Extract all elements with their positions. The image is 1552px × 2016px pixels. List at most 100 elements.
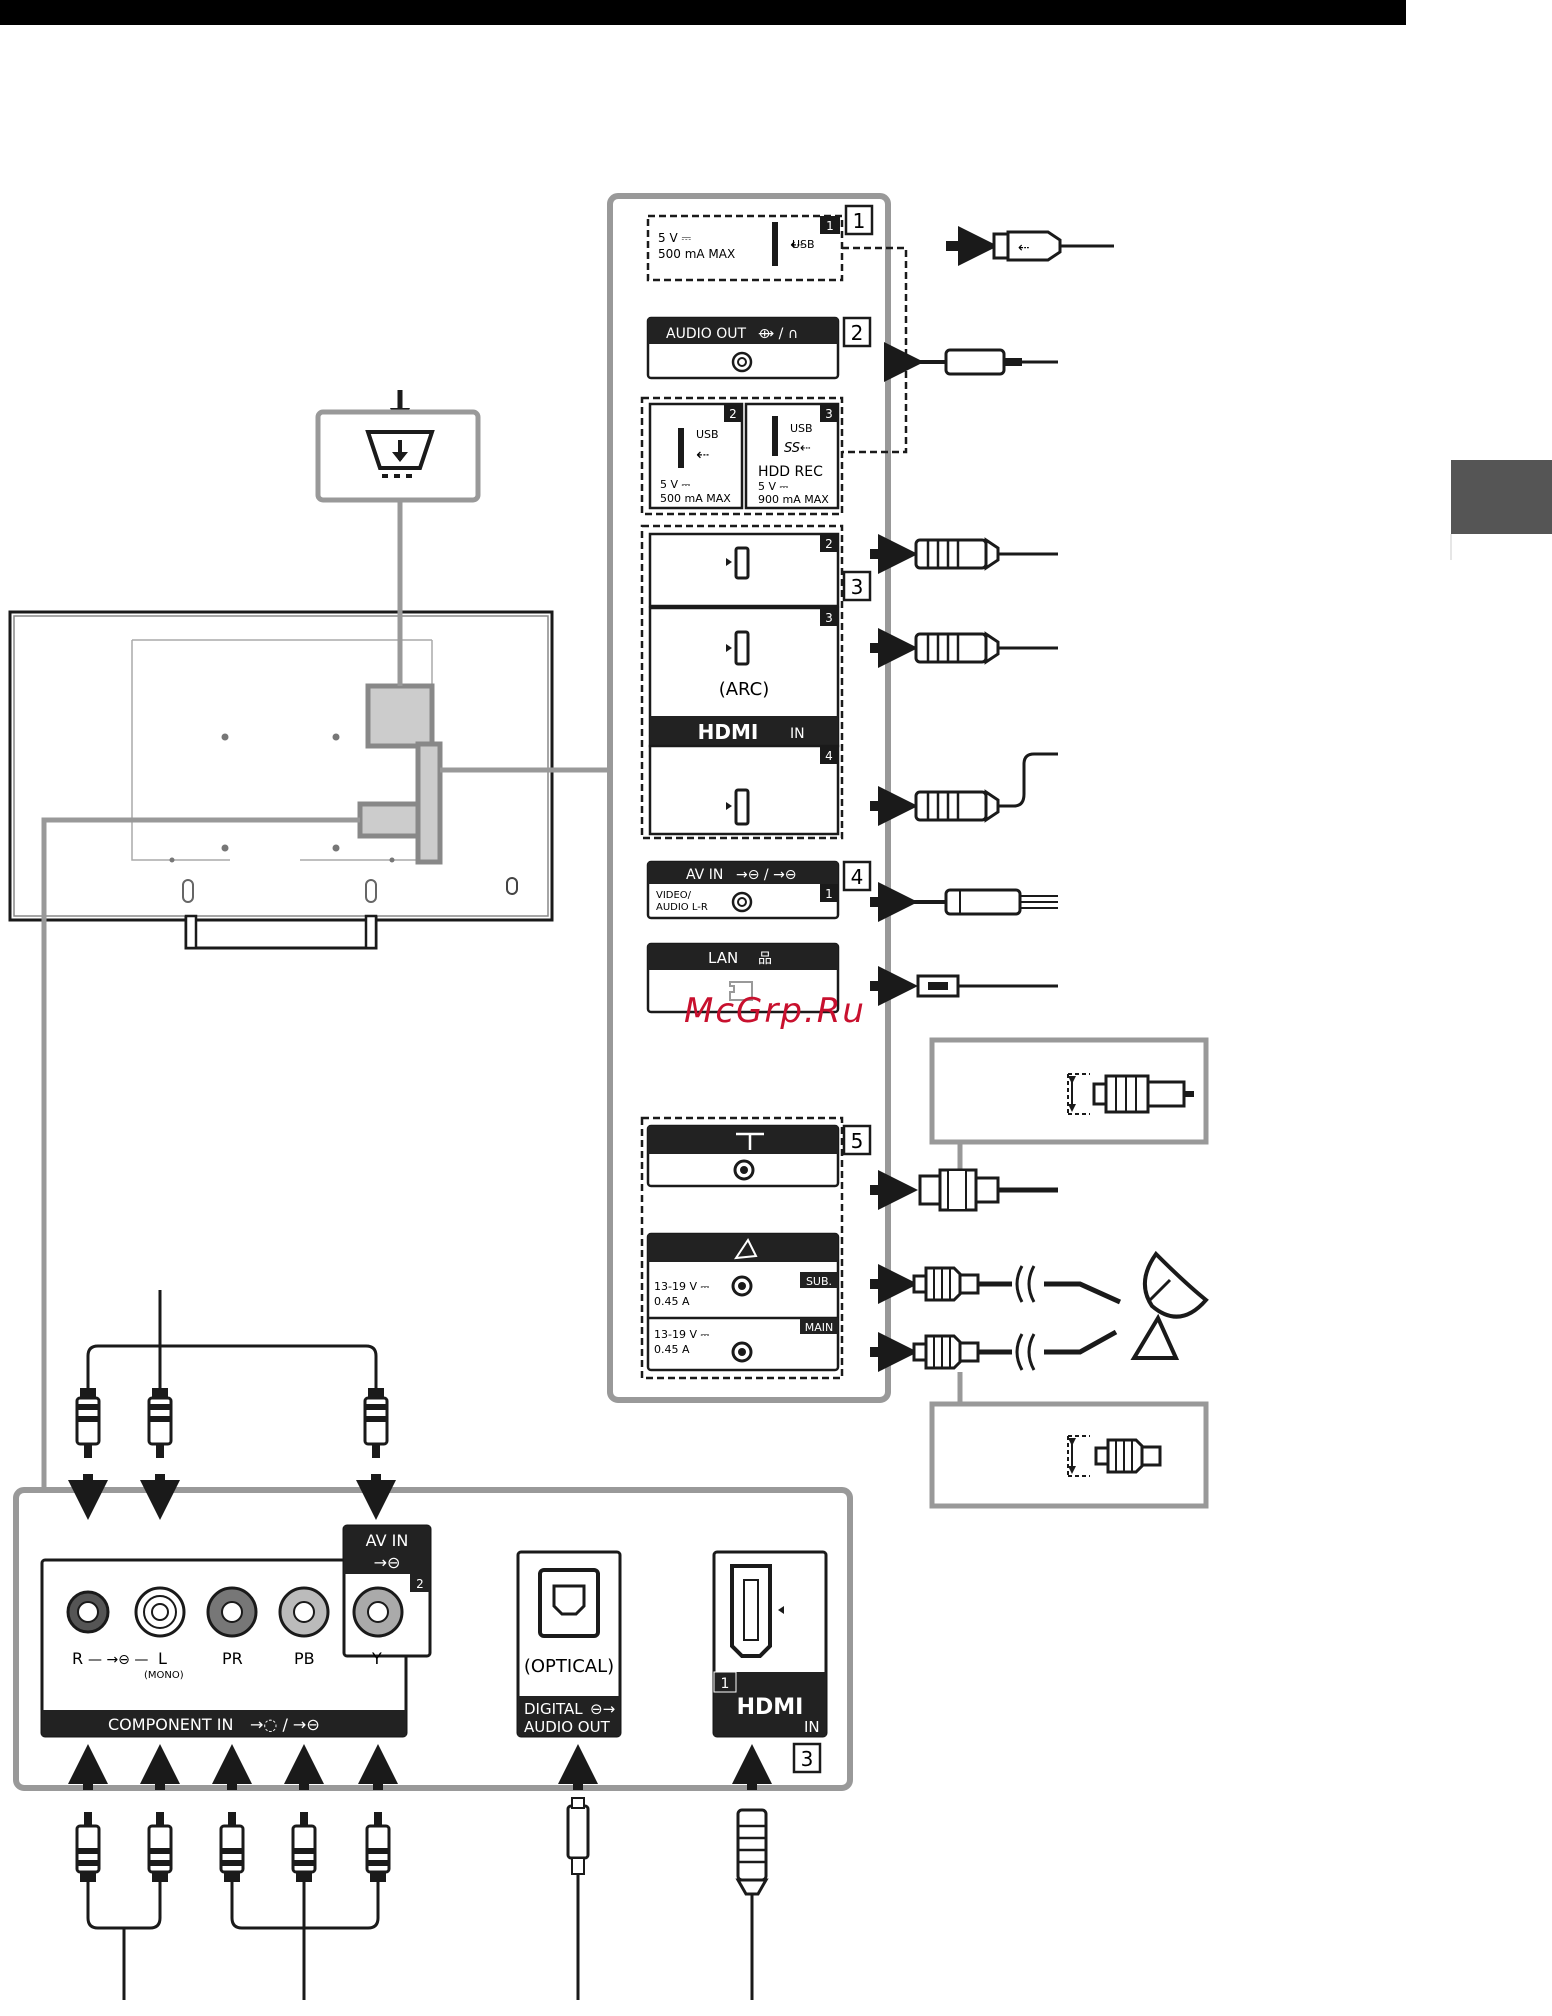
lan-label: LAN bbox=[708, 949, 738, 967]
lan-cable bbox=[870, 966, 1058, 1006]
component-in-symbols: →◌ / →⊖ bbox=[250, 1715, 320, 1734]
av-in2-cables bbox=[68, 1290, 396, 1520]
optical-label: (OPTICAL) bbox=[524, 1656, 614, 1677]
usb2-label: USB bbox=[696, 428, 719, 441]
satellite-ports[interactable]: SUB. 13-19 V ⎓ 0.45 A MAIN 13-19 V ⎓ 0.4… bbox=[646, 1232, 840, 1372]
usb3-label: USB bbox=[790, 422, 813, 435]
digital-label: DIGITAL bbox=[524, 1700, 583, 1718]
audio-out-label: AUDIO OUT bbox=[666, 326, 746, 342]
callout-2: 2 bbox=[851, 321, 864, 345]
hdmi1-port[interactable]: 1 HDMI IN bbox=[712, 1550, 828, 1738]
hdmi-cable-4 bbox=[870, 752, 1058, 826]
av-in1-num: 1 bbox=[825, 887, 833, 901]
jack-pb-label: PB bbox=[294, 1649, 315, 1668]
jack-pr-label: PR bbox=[222, 1649, 243, 1668]
jack-pb[interactable]: PB bbox=[278, 1586, 330, 1668]
network-icon: 品 bbox=[758, 951, 772, 967]
callout-4: 4 bbox=[851, 865, 864, 889]
hdmi1-num: 1 bbox=[721, 1676, 730, 1692]
hdmi4-num: 4 bbox=[825, 749, 833, 763]
usb1-current: 500 mA MAX bbox=[658, 247, 735, 261]
sat-main-current: 0.45 A bbox=[654, 1343, 690, 1356]
lan-port[interactable]: LAN 品 bbox=[646, 942, 840, 1014]
hdmi2-port[interactable]: 2 bbox=[648, 532, 840, 608]
hdmi1-logo: HDMI bbox=[737, 1695, 804, 1720]
usb3-sub: HDD REC bbox=[758, 464, 823, 480]
jack-l-label: L bbox=[158, 1649, 167, 1668]
component-cables bbox=[68, 1744, 398, 2000]
usb1-num: 1 bbox=[826, 219, 834, 233]
usb3-port[interactable]: USB SS⇠ HDD REC 5 V ⎓ 900 mA MAX 3 bbox=[744, 402, 840, 510]
audio-cable bbox=[884, 342, 1058, 382]
svg-text:— →⊖ —: — →⊖ — bbox=[88, 1652, 148, 1668]
hdmi1-in-label: IN bbox=[804, 1718, 820, 1736]
av-in1-label: AV IN bbox=[686, 867, 723, 883]
usb3-power: 5 V ⎓ bbox=[758, 480, 789, 493]
hdmi1-cable bbox=[732, 1744, 772, 2000]
tv-back-view bbox=[8, 610, 554, 950]
av-in2-input-icon: →⊖ bbox=[374, 1553, 401, 1572]
jack-pr[interactable]: PR bbox=[206, 1586, 258, 1668]
jack-r-label: R bbox=[72, 1649, 83, 1668]
hdmi3-num: 3 bbox=[825, 611, 833, 625]
hdmi-logo: HDMI bbox=[698, 720, 759, 744]
hdmi3-arc: (ARC) bbox=[719, 679, 770, 700]
usb1-port[interactable]: 5 V ⎓ 500 mA MAX ⇠ USB 1 bbox=[646, 214, 844, 282]
av-in1-sub1: VIDEO/ bbox=[656, 890, 692, 901]
audio-out-symbols: ⟴ / ∩ bbox=[758, 326, 798, 342]
sat-sub-label: SUB. bbox=[806, 1275, 832, 1288]
hdmi2-num: 2 bbox=[825, 537, 833, 551]
av-in1-sub2: AUDIO L-R bbox=[656, 902, 708, 913]
jack-y[interactable]: Y bbox=[352, 1586, 404, 1668]
av-in2-label: AV IN bbox=[366, 1531, 409, 1550]
hdmi4-port[interactable]: 4 bbox=[648, 744, 840, 836]
jack-r[interactable]: R — →⊖ — bbox=[66, 1590, 148, 1668]
satellite-dish-icon bbox=[1130, 1313, 1180, 1360]
usb1-power: 5 V ⎓ bbox=[658, 231, 691, 245]
usb2-port[interactable]: USB ⇠ 5 V ⎓ 500 mA MAX 2 bbox=[648, 402, 744, 510]
antenna-cable bbox=[870, 1037, 1209, 1212]
digital-audio-out-label: AUDIO OUT bbox=[524, 1718, 611, 1736]
usb3-num: 3 bbox=[825, 407, 833, 421]
sat-sub-voltage: 13-19 V ⎓ bbox=[654, 1280, 709, 1293]
usb1-label: USB bbox=[792, 238, 815, 251]
sat-sub-current: 0.45 A bbox=[654, 1295, 690, 1308]
sat-main-voltage: 13-19 V ⎓ bbox=[654, 1328, 709, 1341]
usb-icon: ⇠ bbox=[790, 235, 803, 254]
callout-3-bottom: 3 bbox=[801, 1747, 814, 1771]
optical-out-port[interactable]: (OPTICAL) DIGITAL ⊖→ AUDIO OUT bbox=[516, 1550, 622, 1738]
av-in1-port[interactable]: AV IN →⊖ / →⊖ VIDEO/ AUDIO L-R 1 bbox=[646, 860, 840, 920]
component-in-label: COMPONENT IN bbox=[108, 1715, 233, 1734]
header-bar bbox=[0, 0, 1406, 25]
usb2-power: 5 V ⎓ bbox=[660, 478, 691, 491]
usb3-current: 900 mA MAX bbox=[758, 493, 829, 506]
usb2-num: 2 bbox=[729, 407, 737, 421]
usb-icon: ⇠ bbox=[1018, 240, 1030, 256]
jack-y-label: Y bbox=[371, 1649, 382, 1668]
antenna-icon bbox=[736, 1132, 764, 1150]
av-cable bbox=[870, 882, 1058, 922]
usb-cable: ⇠ bbox=[946, 226, 1114, 266]
usb3-ss: SS⇠ bbox=[784, 441, 811, 456]
watermark: McGrp.Ru bbox=[684, 991, 866, 1031]
av-in2-num: 2 bbox=[416, 1577, 424, 1591]
hdmi-cable-2 bbox=[870, 534, 1058, 574]
side-tab bbox=[1451, 460, 1552, 534]
audio-out-port[interactable]: AUDIO OUT ⟴ / ∩ bbox=[646, 316, 840, 380]
hdmi-in-label: IN bbox=[790, 726, 805, 742]
jack-l-mono: (MONO) bbox=[144, 1670, 184, 1681]
callout-1: 1 bbox=[853, 209, 866, 233]
svg-text:⊖→: ⊖→ bbox=[590, 1700, 615, 1718]
hdmi3-port[interactable]: (ARC) 3 HDMI IN bbox=[648, 606, 840, 748]
satellite-dish-icon bbox=[733, 1238, 758, 1260]
top-mini-callout bbox=[315, 390, 481, 503]
usb2-current: 500 mA MAX bbox=[660, 492, 731, 505]
optical-cable bbox=[558, 1744, 598, 2000]
usb-icon: ⇠ bbox=[696, 445, 709, 464]
satellite-cables bbox=[870, 1250, 1209, 1509]
callout-5: 5 bbox=[851, 1129, 864, 1153]
antenna-port[interactable] bbox=[646, 1124, 840, 1188]
jack-l[interactable]: L (MONO) bbox=[134, 1586, 186, 1681]
